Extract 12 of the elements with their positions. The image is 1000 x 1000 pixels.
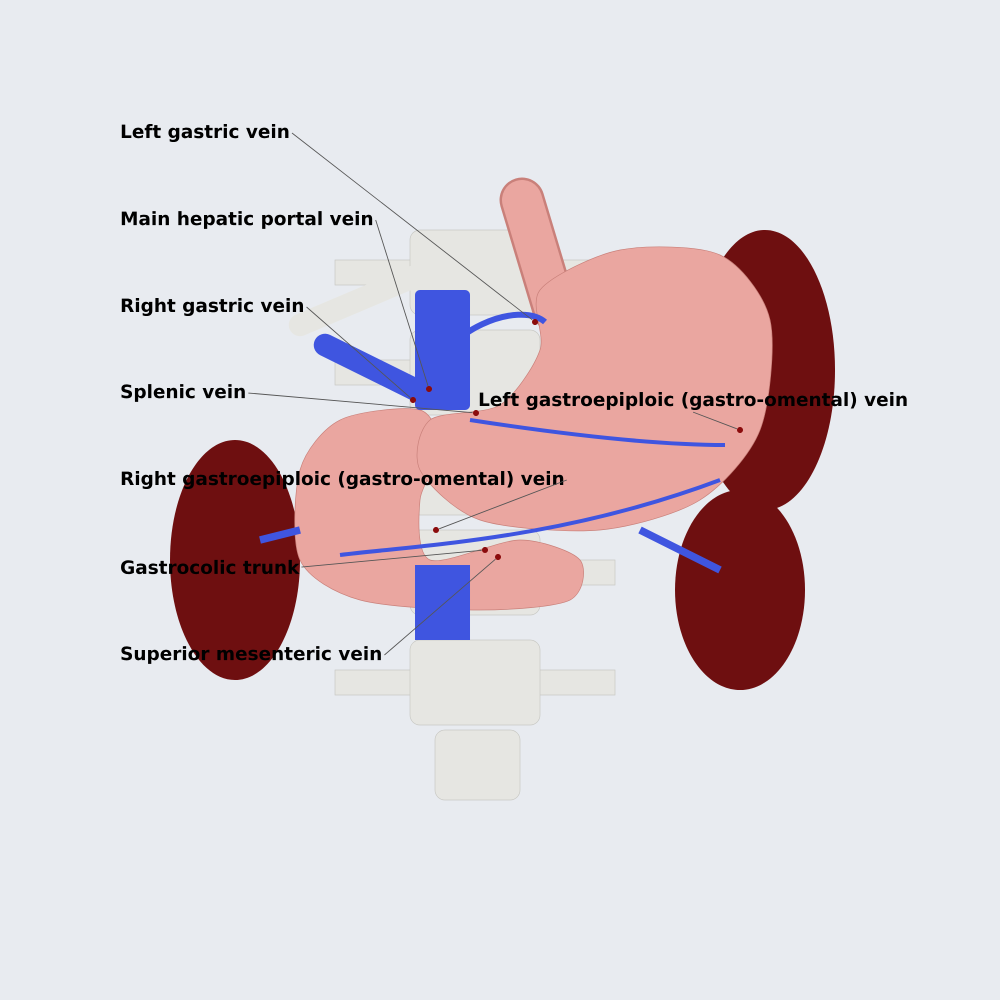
leader-line [248, 392, 474, 414]
leader-line [438, 480, 568, 530]
callout-label: Right gastric vein [122, 298, 303, 316]
leader-line [306, 306, 411, 398]
callout-label: Splenic vein [121, 384, 245, 402]
leader-line [384, 558, 496, 656]
callout-label: Main hepatic portal vein [122, 211, 372, 229]
callout-label: Left gastric vein [122, 124, 288, 142]
leader-line [375, 220, 428, 386]
leader-line [301, 550, 482, 568]
leader-line [692, 412, 738, 430]
leader-line [292, 132, 533, 320]
